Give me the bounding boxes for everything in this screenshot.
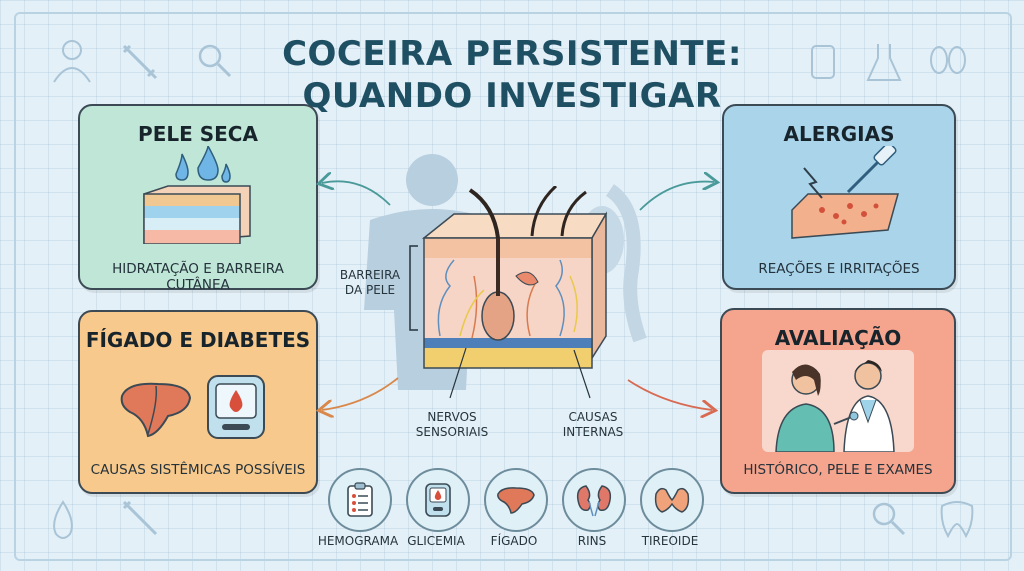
card-alergias: ALERGIAS REAÇÕES E IRRITAÇÕES: [722, 104, 956, 290]
skin-cross-section: [421, 186, 608, 369]
decorative-drop-icon: [53, 500, 73, 539]
clipboard-icon: [347, 482, 373, 517]
arrow-to-alergias: [639, 182, 714, 211]
test-tireoide: [640, 468, 704, 532]
kidneys-icon: [576, 485, 612, 517]
decorative-flask-icon: [866, 44, 902, 81]
label-nervos-sensoriais: NERVOS SENSORIAIS: [402, 410, 502, 440]
decorative-tooth-icon: [940, 501, 974, 539]
label-causas-line-2: INTERNAS: [562, 425, 624, 439]
test-hemograma: [328, 468, 392, 532]
thyroid-icon: [654, 487, 690, 513]
card-avaliacao: AVALIAÇÃO HISTÓRICO, PELE E EXAMES: [720, 308, 956, 494]
glucometer-icon: [425, 483, 451, 517]
card-subtitle: HISTÓRICO, PELE E EXAMES: [743, 462, 933, 478]
card-subtitle: HIDRATAÇÃO E BARREIRA CUTÂNEA: [112, 261, 284, 293]
page-title-line-1: COCEIRA PERSISTENTE:: [282, 34, 742, 74]
test-rins: [562, 468, 626, 532]
card-title: ALERGIAS: [783, 122, 895, 146]
decorative-magnifier-icon: [198, 44, 232, 78]
card-pele-seca: PELE SECA HIDRATAÇÃO E BARREIRA CUTÂNEA: [78, 104, 318, 293]
liver-icon: [120, 382, 192, 438]
label-nervos-line-2: SENSORIAIS: [415, 425, 489, 439]
page-frame: [14, 12, 1012, 561]
label-barreira-line-2: DA PELE: [344, 283, 396, 297]
irritated-skin-injection-icon: [791, 146, 899, 239]
test-label-rins: RINS: [577, 534, 607, 548]
test-label-glicemia: GLICEMIA: [407, 534, 465, 548]
card-title: FÍGADO E DIABETES: [85, 328, 311, 352]
decorative-person-icon: [53, 40, 91, 83]
card-figado-diabetes: FÍGADO E DIABETES CAUSAS SISTÊMICAS POSS…: [78, 310, 318, 494]
test-label-tireoide: TIREOIDE: [641, 534, 699, 548]
decorative-syringe-icon: [122, 44, 158, 80]
doctor-patient-illustration: [762, 350, 914, 452]
card-title: PELE SECA: [138, 122, 258, 146]
label-barreira-da-pele: BARREIRA DA PELE: [336, 268, 404, 298]
test-glicemia: [406, 468, 470, 532]
arrow-to-pele-seca: [322, 181, 391, 206]
card-subtitle: REAÇÕES E IRRITAÇÕES: [758, 261, 920, 277]
card-subtitle: CAUSAS SISTÊMICAS POSSÍVEIS: [90, 462, 306, 478]
glucometer-icon: [207, 375, 265, 439]
label-causas-line-1: CAUSAS: [568, 410, 618, 424]
decorative-magnifier-icon-bottom: [872, 502, 906, 536]
test-label-figado: FÍGADO: [490, 534, 538, 548]
page-title-line-2: QUANDO INVESTIGAR: [302, 76, 722, 116]
arrow-to-avaliacao: [627, 379, 712, 410]
test-figado: [484, 468, 548, 532]
card-title: AVALIAÇÃO: [774, 326, 902, 350]
arrow-to-figado-diabetes: [322, 377, 399, 410]
label-causas-internas: CAUSAS INTERNAS: [548, 410, 638, 440]
decorative-kidneys-icon: [930, 46, 966, 74]
decorative-glucometer-icon: [811, 45, 835, 79]
label-nervos-line-1: NERVOS: [427, 410, 477, 424]
skin-layers-drops-icon: [143, 146, 251, 244]
test-label-hemograma: HEMOGRAMA: [317, 534, 399, 548]
liver-icon: [497, 487, 535, 514]
decorative-syringe-icon-bottom: [122, 500, 158, 536]
label-barreira-line-1: BARREIRA: [339, 268, 401, 282]
